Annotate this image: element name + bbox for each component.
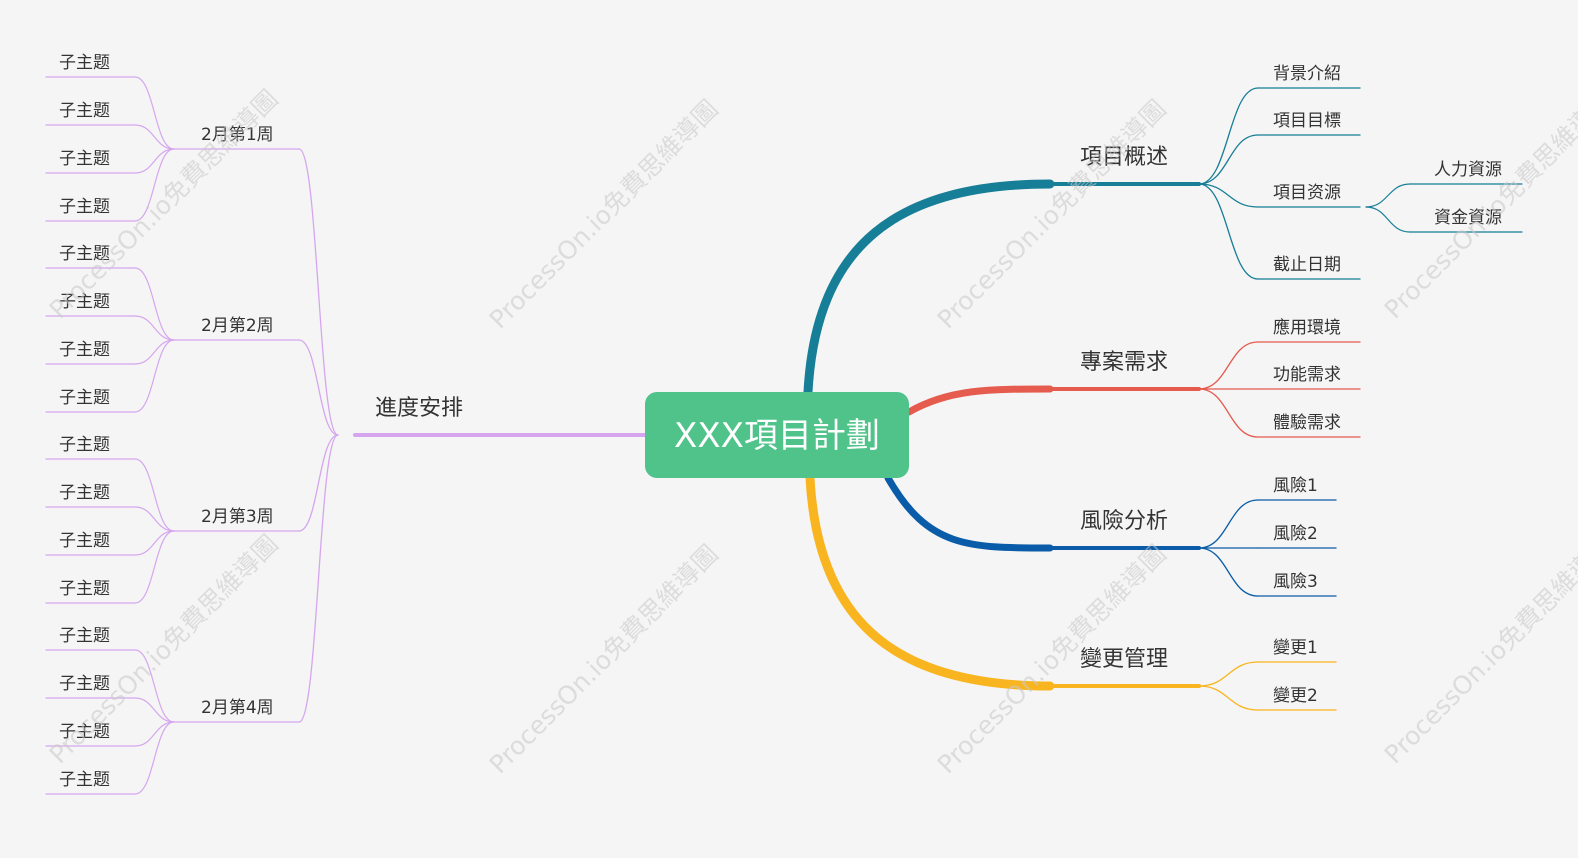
child-label-2-1[interactable]: 應用環境 [1273, 317, 1341, 338]
watermark-text: ProcessOn.io免費思維導圖 [484, 94, 724, 334]
connector-branch-3-child-1 [1198, 499, 1259, 549]
connector-week-4-sub-2 [134, 697, 175, 723]
subtopic-label[interactable]: 子主题 [59, 770, 110, 790]
branch-label-3[interactable]: 風險分析 [1080, 509, 1168, 534]
connector-schedule-to-week-4 [298, 434, 339, 723]
root-node-label[interactable]: XXX項目計劃 [674, 416, 880, 456]
subtopic-label[interactable]: 子主题 [59, 197, 110, 217]
week-label-4[interactable]: 2月第4周 [201, 698, 274, 718]
child-label-2-3[interactable]: 體驗需求 [1273, 413, 1341, 433]
watermark-text: ProcessOn.io免費思維導圖 [1379, 529, 1578, 769]
connector-week-4-sub-3 [134, 721, 175, 747]
child-label-1-4[interactable]: 截止日期 [1273, 255, 1341, 275]
branch-label-schedule[interactable]: 進度安排 [375, 396, 463, 421]
subtopic-label[interactable]: 子主题 [59, 53, 110, 73]
grandchild-label-1[interactable]: 人力資源 [1434, 160, 1502, 180]
child-label-1-2[interactable]: 項目目標 [1273, 111, 1341, 131]
connector-resources-2 [1365, 206, 1411, 233]
connector-branch-1-child-1 [1198, 87, 1259, 185]
connector-week-4-sub-1 [134, 649, 175, 723]
subtopic-label[interactable]: 子主题 [59, 435, 110, 455]
connector-root-to-branch-3 [884, 474, 1054, 552]
connector-resources-1 [1365, 183, 1411, 208]
child-label-2-2[interactable]: 功能需求 [1273, 365, 1341, 385]
connector-root-to-branch-1 [803, 179, 1055, 397]
connector-root-to-branch-2 [905, 385, 1054, 416]
child-label-3-1[interactable]: 風險1 [1273, 476, 1318, 496]
connector-week-3-sub-3 [134, 530, 175, 556]
connector-week-2-sub-4 [134, 339, 175, 413]
connector-root-to-branch-4 [805, 473, 1055, 691]
connector-layer [45, 76, 1523, 795]
subtopic-label[interactable]: 子主题 [59, 149, 110, 169]
branch-label-2[interactable]: 專案需求 [1080, 350, 1168, 375]
week-label-1[interactable]: 2月第1周 [201, 125, 274, 145]
subtopic-label[interactable]: 子主题 [59, 244, 110, 264]
watermark-text: ProcessOn.io免費思維導圖 [1379, 84, 1578, 324]
connector-week-3-sub-1 [134, 458, 175, 532]
subtopic-label[interactable]: 子主题 [59, 722, 110, 742]
subtopic-label[interactable]: 子主题 [59, 674, 110, 694]
connector-schedule-to-week-2 [298, 339, 339, 436]
child-label-3-3[interactable]: 風險3 [1273, 572, 1318, 592]
connector-week-4-sub-4 [134, 721, 175, 795]
child-label-4-2[interactable]: 變更2 [1273, 686, 1318, 706]
root-node[interactable] [645, 392, 909, 478]
connector-branch-3-child-3 [1198, 547, 1259, 597]
child-label-1-3[interactable]: 項目资源 [1273, 183, 1341, 203]
subtopic-label[interactable]: 子主题 [59, 292, 110, 312]
connector-week-1-sub-2 [134, 124, 175, 150]
connector-branch-1-child-3 [1198, 183, 1259, 208]
grandchild-label-2[interactable]: 資金資源 [1434, 208, 1502, 228]
watermark-text: ProcessOn.io免費思維導圖 [484, 539, 724, 779]
child-label-4-1[interactable]: 變更1 [1273, 638, 1318, 658]
connector-branch-1-child-2 [1198, 134, 1259, 185]
watermark-text: ProcessOn.io免費思維導圖 [44, 529, 284, 769]
connector-schedule-to-week-3 [298, 434, 339, 532]
child-label-3-2[interactable]: 風險2 [1273, 524, 1318, 544]
week-label-3[interactable]: 2月第3周 [201, 507, 274, 527]
subtopic-label[interactable]: 子主题 [59, 340, 110, 360]
connector-week-2-sub-3 [134, 339, 175, 365]
subtopic-label[interactable]: 子主题 [59, 101, 110, 121]
subtopic-label[interactable]: 子主题 [59, 531, 110, 551]
connector-week-3-sub-4 [134, 530, 175, 604]
branch-label-1[interactable]: 項目概述 [1080, 145, 1168, 170]
connector-week-1-sub-1 [134, 76, 175, 150]
connector-week-1-sub-3 [134, 148, 175, 174]
subtopic-label[interactable]: 子主题 [59, 579, 110, 599]
connector-branch-4-child-2 [1198, 685, 1259, 711]
connector-branch-4-child-1 [1198, 661, 1259, 687]
connector-schedule-to-week-1 [298, 148, 339, 436]
child-label-1-1[interactable]: 背景介紹 [1273, 64, 1341, 84]
connector-branch-2-child-1 [1198, 341, 1259, 390]
week-label-2[interactable]: 2月第2周 [201, 316, 274, 336]
connector-week-2-sub-2 [134, 315, 175, 341]
node-layer: XXX項目計劃進度安排2月第1周子主题子主题子主题子主题2月第2周子主题子主题子… [59, 53, 1502, 790]
connector-week-1-sub-4 [134, 148, 175, 222]
connector-branch-1-child-4 [1198, 183, 1259, 280]
connector-week-3-sub-2 [134, 506, 175, 532]
subtopic-label[interactable]: 子主题 [59, 626, 110, 646]
subtopic-label[interactable]: 子主题 [59, 388, 110, 408]
branch-label-4[interactable]: 變更管理 [1080, 647, 1168, 672]
connector-branch-2-child-3 [1198, 388, 1259, 438]
subtopic-label[interactable]: 子主题 [59, 483, 110, 503]
connector-week-2-sub-1 [134, 267, 175, 341]
watermark-text: ProcessOn.io免費思維導圖 [932, 94, 1172, 334]
